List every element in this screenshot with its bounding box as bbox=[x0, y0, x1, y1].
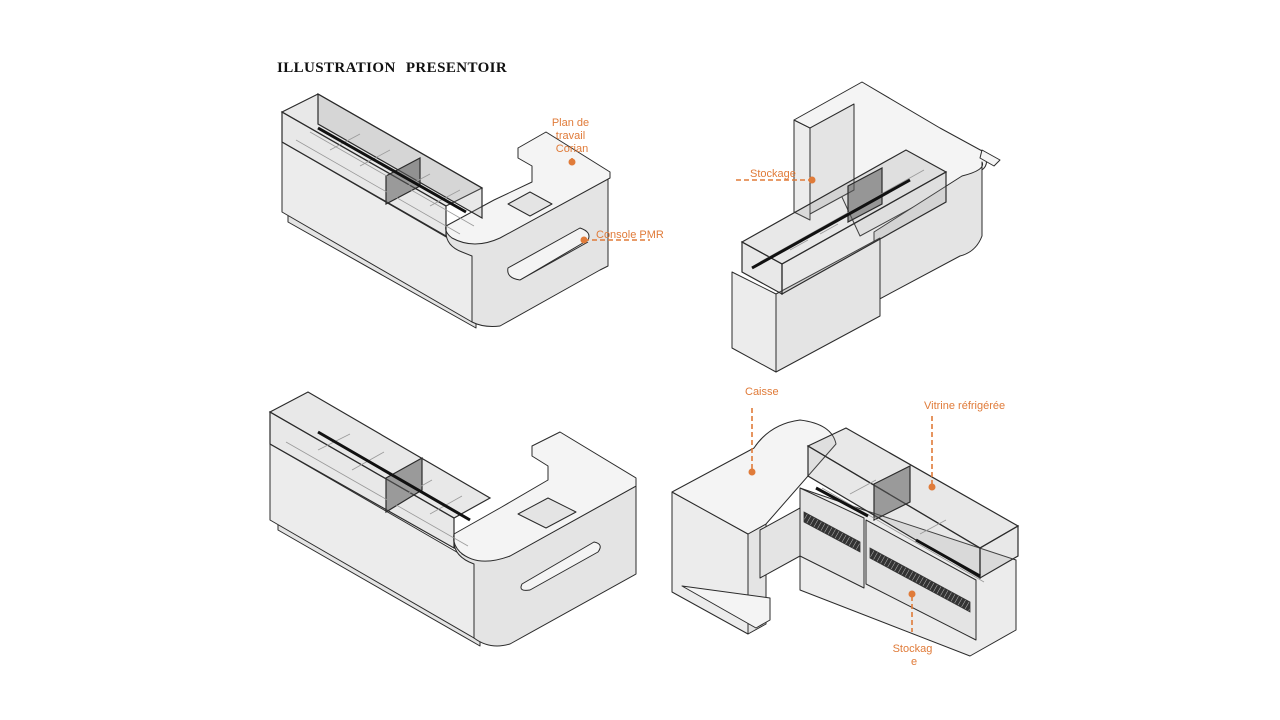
vitrine-rail-4a bbox=[815, 486, 869, 518]
vitrine-back-glass bbox=[317, 92, 483, 220]
marker-console-pmr bbox=[580, 236, 588, 244]
label-vitrine: Vitrine réfrigérée bbox=[924, 400, 1005, 412]
label-caisse: Caisse bbox=[745, 386, 779, 398]
marker-caisse bbox=[748, 468, 756, 476]
vitrine-rail-3 bbox=[317, 430, 471, 522]
vitrine-end-glass-4 bbox=[979, 524, 1019, 580]
console-pmr-3 bbox=[520, 541, 601, 591]
vitrine-front-glass-2 bbox=[781, 170, 947, 296]
view-front-left-top bbox=[280, 92, 611, 329]
counter-front-2 bbox=[775, 237, 881, 373]
vitrine-divider-4 bbox=[873, 465, 911, 521]
vent-grille-left bbox=[803, 511, 861, 553]
console-edge bbox=[979, 149, 1001, 167]
display-trays-4 bbox=[821, 479, 985, 583]
inner-recess bbox=[507, 191, 553, 217]
label-plan-travail: Plan de travail Corian bbox=[552, 117, 592, 155]
inner-recess-3 bbox=[517, 497, 577, 529]
label-stockage-bottom: Stockag e bbox=[893, 643, 936, 668]
marker-stockage-bottom bbox=[908, 590, 916, 598]
vitrine-divider-3 bbox=[385, 456, 423, 514]
vitrine-rail-4b bbox=[915, 538, 981, 578]
label-console-pmr: Console PMR bbox=[596, 229, 664, 241]
view-back-right-bottom bbox=[671, 419, 1020, 657]
view-back-right-top bbox=[731, 81, 1001, 373]
console-pmr-edge bbox=[519, 241, 589, 281]
view-front-left-bottom bbox=[268, 391, 637, 647]
marker-vitrine bbox=[928, 483, 936, 491]
marker-stockage-top bbox=[808, 176, 816, 184]
vitrine-rail-2 bbox=[751, 178, 911, 270]
rounded-end bbox=[873, 161, 984, 303]
label-stockage-top: Stockage bbox=[750, 168, 796, 180]
caisse-plinth bbox=[681, 585, 771, 629]
page-title: ILLUSTRATION PRESENTOIR bbox=[277, 60, 508, 76]
vent-grille-right bbox=[869, 547, 971, 613]
marker-plan-travail bbox=[568, 158, 576, 166]
vitrine-rail bbox=[317, 126, 467, 214]
caisse-worktop bbox=[671, 419, 837, 535]
cabinet-door-left bbox=[799, 487, 865, 589]
